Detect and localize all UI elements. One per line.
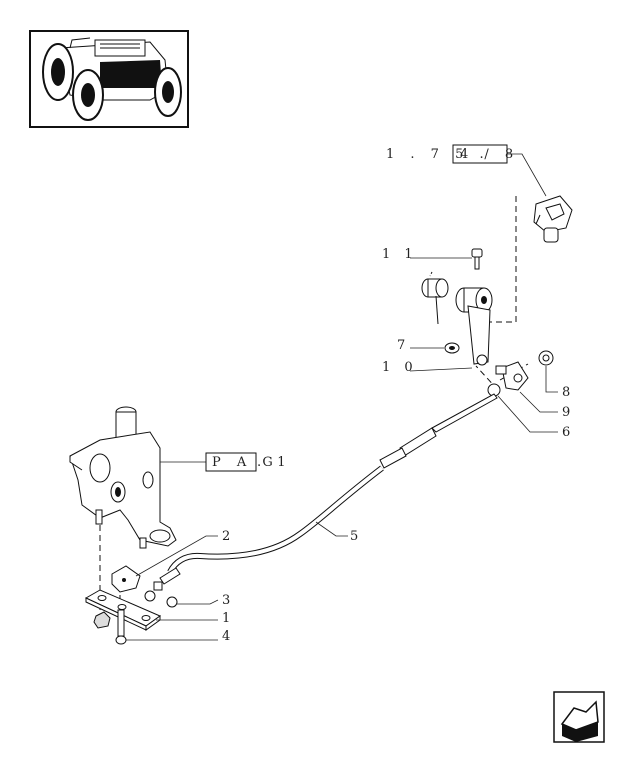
part-11-screw[interactable]: 1 1 [382,247,483,270]
part-7-clip[interactable]: 7 [397,338,460,354]
label-part-9: 9 [562,405,575,420]
reference-pag[interactable]: P A G . 1 [160,452,292,472]
label-part-2: 2 [222,529,235,544]
ref-pag-suffix: . 1 [257,455,292,470]
ref-top-prefix: 1 . 7 5 . [386,147,490,162]
ref-pag-box: P A G [212,455,279,470]
part-6-cable-nut[interactable]: 6 [487,383,575,440]
part-4-bolt[interactable]: 4 [115,609,235,645]
part-2-cable-bracket[interactable]: 2 [111,529,235,593]
nut-lower [93,611,111,629]
valve-body [69,406,177,549]
next-page-arrow-icon[interactable] [553,691,605,743]
label-part-11: 1 1 [382,247,418,262]
reference-top[interactable]: 1 . 7 5 . 4 / 8 [386,144,547,197]
ref-top-box: 4 / 8 [460,147,519,162]
part-9-ball-joint[interactable]: 9 [495,361,575,420]
tractor-thumbnail-icon[interactable] [29,30,189,128]
bushing-upper [421,271,449,325]
part-3-washer[interactable]: 3 [144,590,235,608]
label-part-5: 5 [350,529,363,544]
label-part-3: 3 [222,593,235,608]
part-5-control-cable[interactable]: 5 [153,393,498,591]
label-part-6: 6 [562,425,575,440]
connector-bracket [533,195,573,243]
dash-line-upper [490,196,517,323]
label-part-4: 4 [222,629,235,644]
label-part-1: 1 [222,611,235,626]
part-8-nut[interactable]: 8 [538,350,575,400]
label-part-8: 8 [562,385,575,400]
label-part-7: 7 [397,338,410,353]
part-10-lever-arm[interactable]: 1 0 [382,287,493,375]
label-part-10: 1 0 [382,360,418,375]
part-1-plate[interactable]: 1 [84,589,235,631]
